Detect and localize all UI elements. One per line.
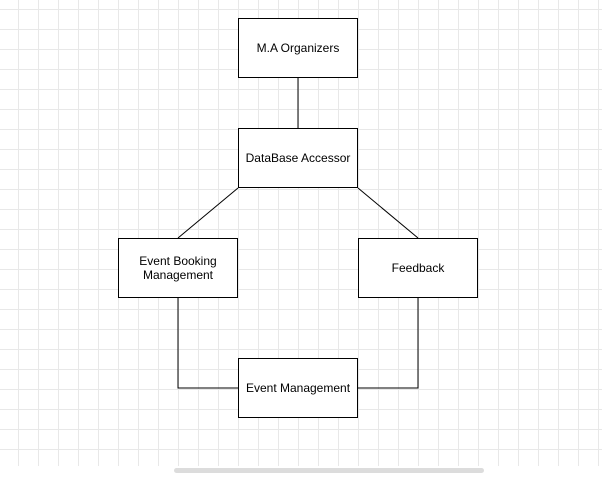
node-event-booking-management-label: Event Booking Management <box>139 254 217 282</box>
node-ma-organizers-label: M.A Organizers <box>256 41 340 55</box>
node-ma-organizers[interactable]: M.A Organizers <box>238 18 358 78</box>
node-database-accessor-label: DataBase Accessor <box>245 151 351 165</box>
horizontal-scrollbar[interactable] <box>0 466 602 476</box>
edge-database-accessor-to-event-booking[interactable] <box>177 187 239 239</box>
edge-database-accessor-to-feedback[interactable] <box>357 187 419 239</box>
node-event-management[interactable]: Event Management <box>238 358 358 418</box>
node-event-booking-management[interactable]: Event Booking Management <box>118 238 238 298</box>
scrollbar-thumb[interactable] <box>174 468 484 473</box>
connectors-layer <box>177 78 419 389</box>
node-event-management-label: Event Management <box>245 381 351 395</box>
diagram-canvas[interactable]: M.A Organizers DataBase Accessor Event B… <box>0 0 602 466</box>
node-database-accessor[interactable]: DataBase Accessor <box>238 128 358 188</box>
edge-event-booking-to-event-management[interactable] <box>177 298 238 389</box>
node-feedback[interactable]: Feedback <box>358 238 478 298</box>
node-feedback-label: Feedback <box>391 261 445 275</box>
edge-feedback-to-event-management[interactable] <box>358 298 419 389</box>
